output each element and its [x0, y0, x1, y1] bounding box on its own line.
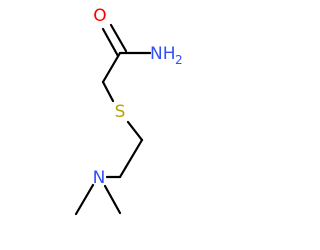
molecule-diagram: O NH 2 S N — [74, 6, 183, 216]
n-methyl-right-bond — [103, 184, 122, 215]
structure-canvas: O NH 2 S N — [74, 6, 183, 216]
oxygen-atom-label: O — [93, 6, 106, 26]
s-ch2-bond — [126, 120, 144, 142]
n-methyl-left-bond — [74, 183, 95, 216]
amine-nitrogen-label: N — [93, 168, 106, 188]
carbonyl-double-bond-2 — [109, 23, 128, 53]
carbonyl-ch2-bond — [101, 51, 122, 84]
ch2-ch2-bond — [118, 138, 144, 179]
sulfur-atom-label: S — [115, 102, 126, 122]
ch2-s-bond — [101, 80, 115, 103]
carbonyl-double-bond-1 — [101, 27, 120, 58]
amide-nitrogen-subscript: 2 — [175, 53, 183, 67]
amide-nitrogen-label: NH — [150, 44, 176, 64]
